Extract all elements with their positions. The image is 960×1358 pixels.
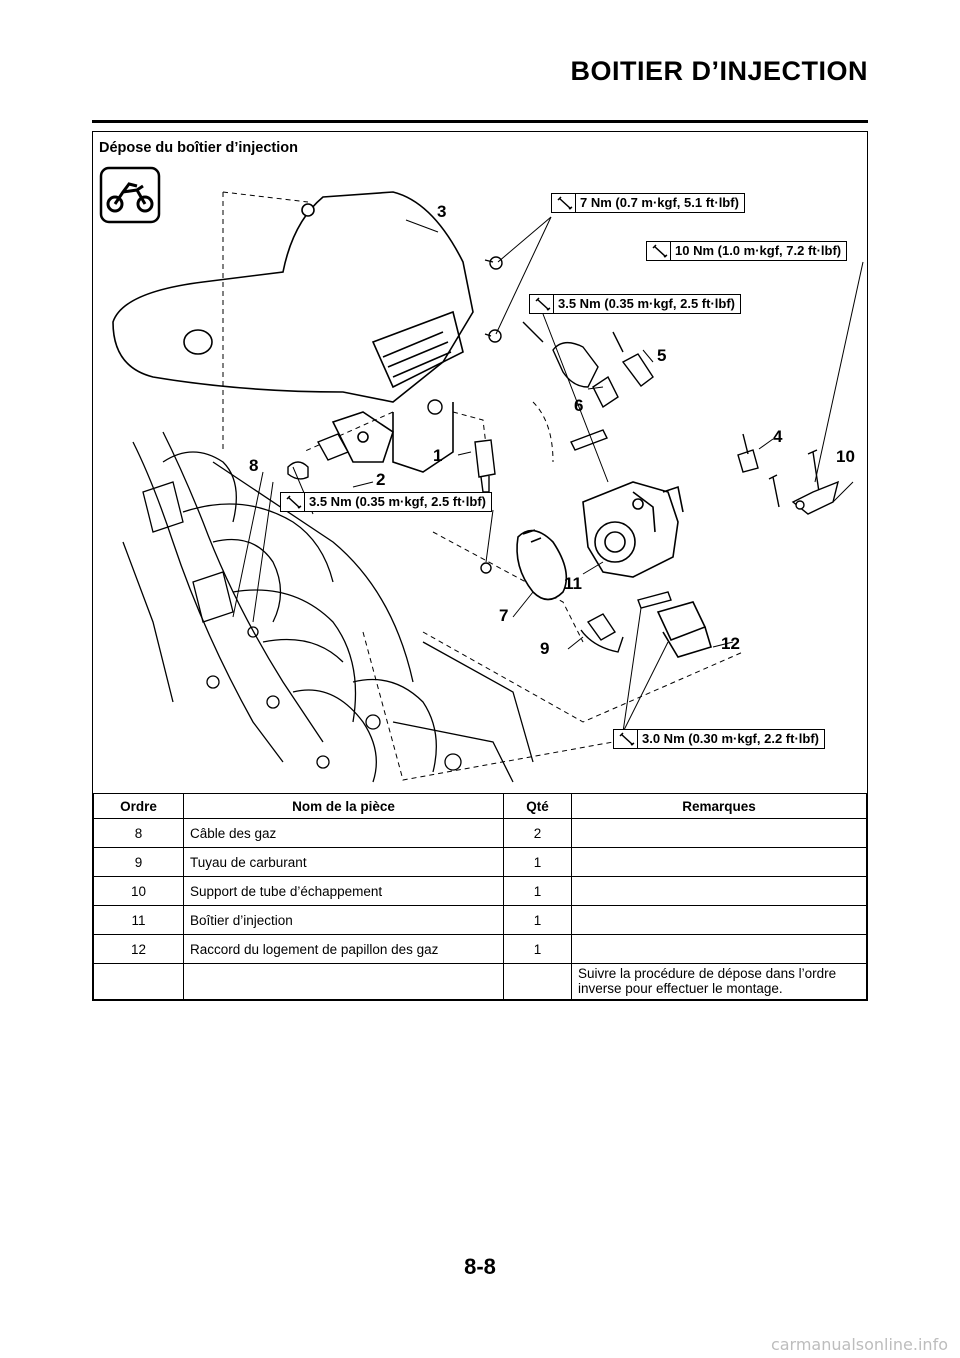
cell-nom: Câble des gaz [183,818,504,848]
diagram-drawing [99,166,864,783]
watermark: carmanualsonline.info [770,1335,948,1354]
throttle-body-cover [516,529,568,601]
fuel-hose [580,613,624,653]
torque-value: 3.0 Nm (0.30 m·kgf, 2.2 ft·lbf) [642,731,819,746]
content-frame: Dépose du boîtier d’injection [92,131,868,1001]
screws [427,256,820,574]
cell-ordre: 11 [93,905,184,935]
callout-leaders [232,216,864,733]
header-qte: Qté [503,793,572,819]
throttle-body-joint [656,601,712,658]
torque-label-3-5nm-lower: 3.5 Nm (0.35 m·kgf, 2.5 ft·lbf) [280,492,492,512]
callout-4: 4 [773,427,783,446]
callout-11: 11 [564,574,582,593]
torque-wrench-icon [617,730,638,748]
page-number: 8-8 [464,1254,496,1279]
header-remarques: Remarques [571,793,867,819]
cell-qte: 1 [503,905,572,935]
motorcycle-icon [99,166,161,224]
couplers [522,321,654,409]
exploded-diagram: 7 Nm (0.7 m·kgf, 5.1 ft·lbf) 10 Nm (1.0 … [93,162,867,794]
table-header-row: Ordre Nom de la pièce Qté Remarques [93,793,867,819]
cell-qte: 2 [503,818,572,848]
cell-remarques [571,818,867,848]
throttle-body [582,481,684,578]
bolt-lower [768,474,780,508]
table-row: 12 Raccord du logement de papillon des g… [93,934,867,964]
torque-label-10nm: 10 Nm (1.0 m·kgf, 7.2 ft·lbf) [646,241,848,261]
header-nom: Nom de la pièce [183,793,504,819]
cell-ordre: 10 [93,876,184,906]
callout-7: 7 [499,606,509,625]
table-row: Suivre la procédure de dépose dans l’ord… [93,963,867,1000]
screw-top [484,256,503,270]
cell-nom [183,963,504,1000]
parts-table: Ordre Nom de la pièce Qté Remarques 8 Câ… [93,793,867,1000]
table-row: 10 Support de tube d’échappement 1 [93,876,867,906]
torque-value: 10 Nm (1.0 m·kgf, 7.2 ft·lbf) [675,243,842,258]
cell-ordre: 12 [93,934,184,964]
callout-6: 6 [574,396,584,415]
callout-8: 8 [249,456,259,475]
torque-label-3-0nm: 3.0 Nm (0.30 m·kgf, 2.2 ft·lbf) [613,729,825,749]
torque-value: 7 Nm (0.7 m·kgf, 5.1 ft·lbf) [580,195,739,210]
screw-7 [480,562,492,574]
torque-label-3-5nm-upper: 3.5 Nm (0.35 m·kgf, 2.5 ft·lbf) [529,294,741,314]
sensor-coupler [474,439,496,493]
cell-nom: Boîtier d’injection [183,905,504,935]
table-row: 8 Câble des gaz 2 [93,818,867,848]
cell-qte: 1 [503,934,572,964]
cell-nom: Tuyau de carburant [183,847,504,877]
torque-wrench-icon [650,242,671,260]
cell-ordre: 8 [93,818,184,848]
table-row: 11 Boîtier d’injection 1 [93,905,867,935]
screw-mid [484,329,502,343]
header-rule [92,120,868,123]
cell-qte: 1 [503,876,572,906]
callout-2: 2 [376,470,386,489]
hose-clip [570,429,672,609]
callout-9: 9 [540,639,550,658]
torque-value: 3.5 Nm (0.35 m·kgf, 2.5 ft·lbf) [309,494,486,509]
cell-nom: Support de tube d’échappement [183,876,504,906]
torque-label-7nm: 7 Nm (0.7 m·kgf, 5.1 ft·lbf) [551,193,745,213]
dashed-assembly-lines [222,191,744,781]
callout-3: 3 [437,202,447,221]
cell-qte: 1 [503,847,572,877]
section-title: Dépose du boîtier d’injection [99,140,298,156]
callout-1: 1 [433,446,443,465]
callout-10: 10 [836,447,855,466]
cell-remarques: Suivre la procédure de dépose dans l’ord… [571,963,867,1000]
callout-5: 5 [657,346,667,365]
callout-12: 12 [721,634,740,653]
table-row: 9 Tuyau de carburant 1 [93,847,867,877]
cell-qte [503,963,572,1000]
cell-remarques [571,934,867,964]
cell-ordre: 9 [93,847,184,877]
page-title: BOITIER D’INJECTION [570,56,868,86]
torque-wrench-icon [555,194,576,212]
connector-4 [737,433,759,473]
cell-ordre [93,963,184,1000]
frame-engine-outline [122,431,534,783]
torque-wrench-icon [284,493,305,511]
torque-value: 3.5 Nm (0.35 m·kgf, 2.5 ft·lbf) [558,296,735,311]
exhaust-pipe-bracket [791,480,840,515]
cell-nom: Raccord du logement de papillon des gaz [183,934,504,964]
cell-remarques [571,905,867,935]
throttle-cable-clamp [287,433,349,480]
cell-remarques [571,876,867,906]
torque-wrench-icon [533,295,554,313]
screw-left [427,399,443,415]
air-filter-case [112,191,474,473]
bolt-10 [807,449,820,493]
cell-remarques [571,847,867,877]
header-ordre: Ordre [93,793,184,819]
